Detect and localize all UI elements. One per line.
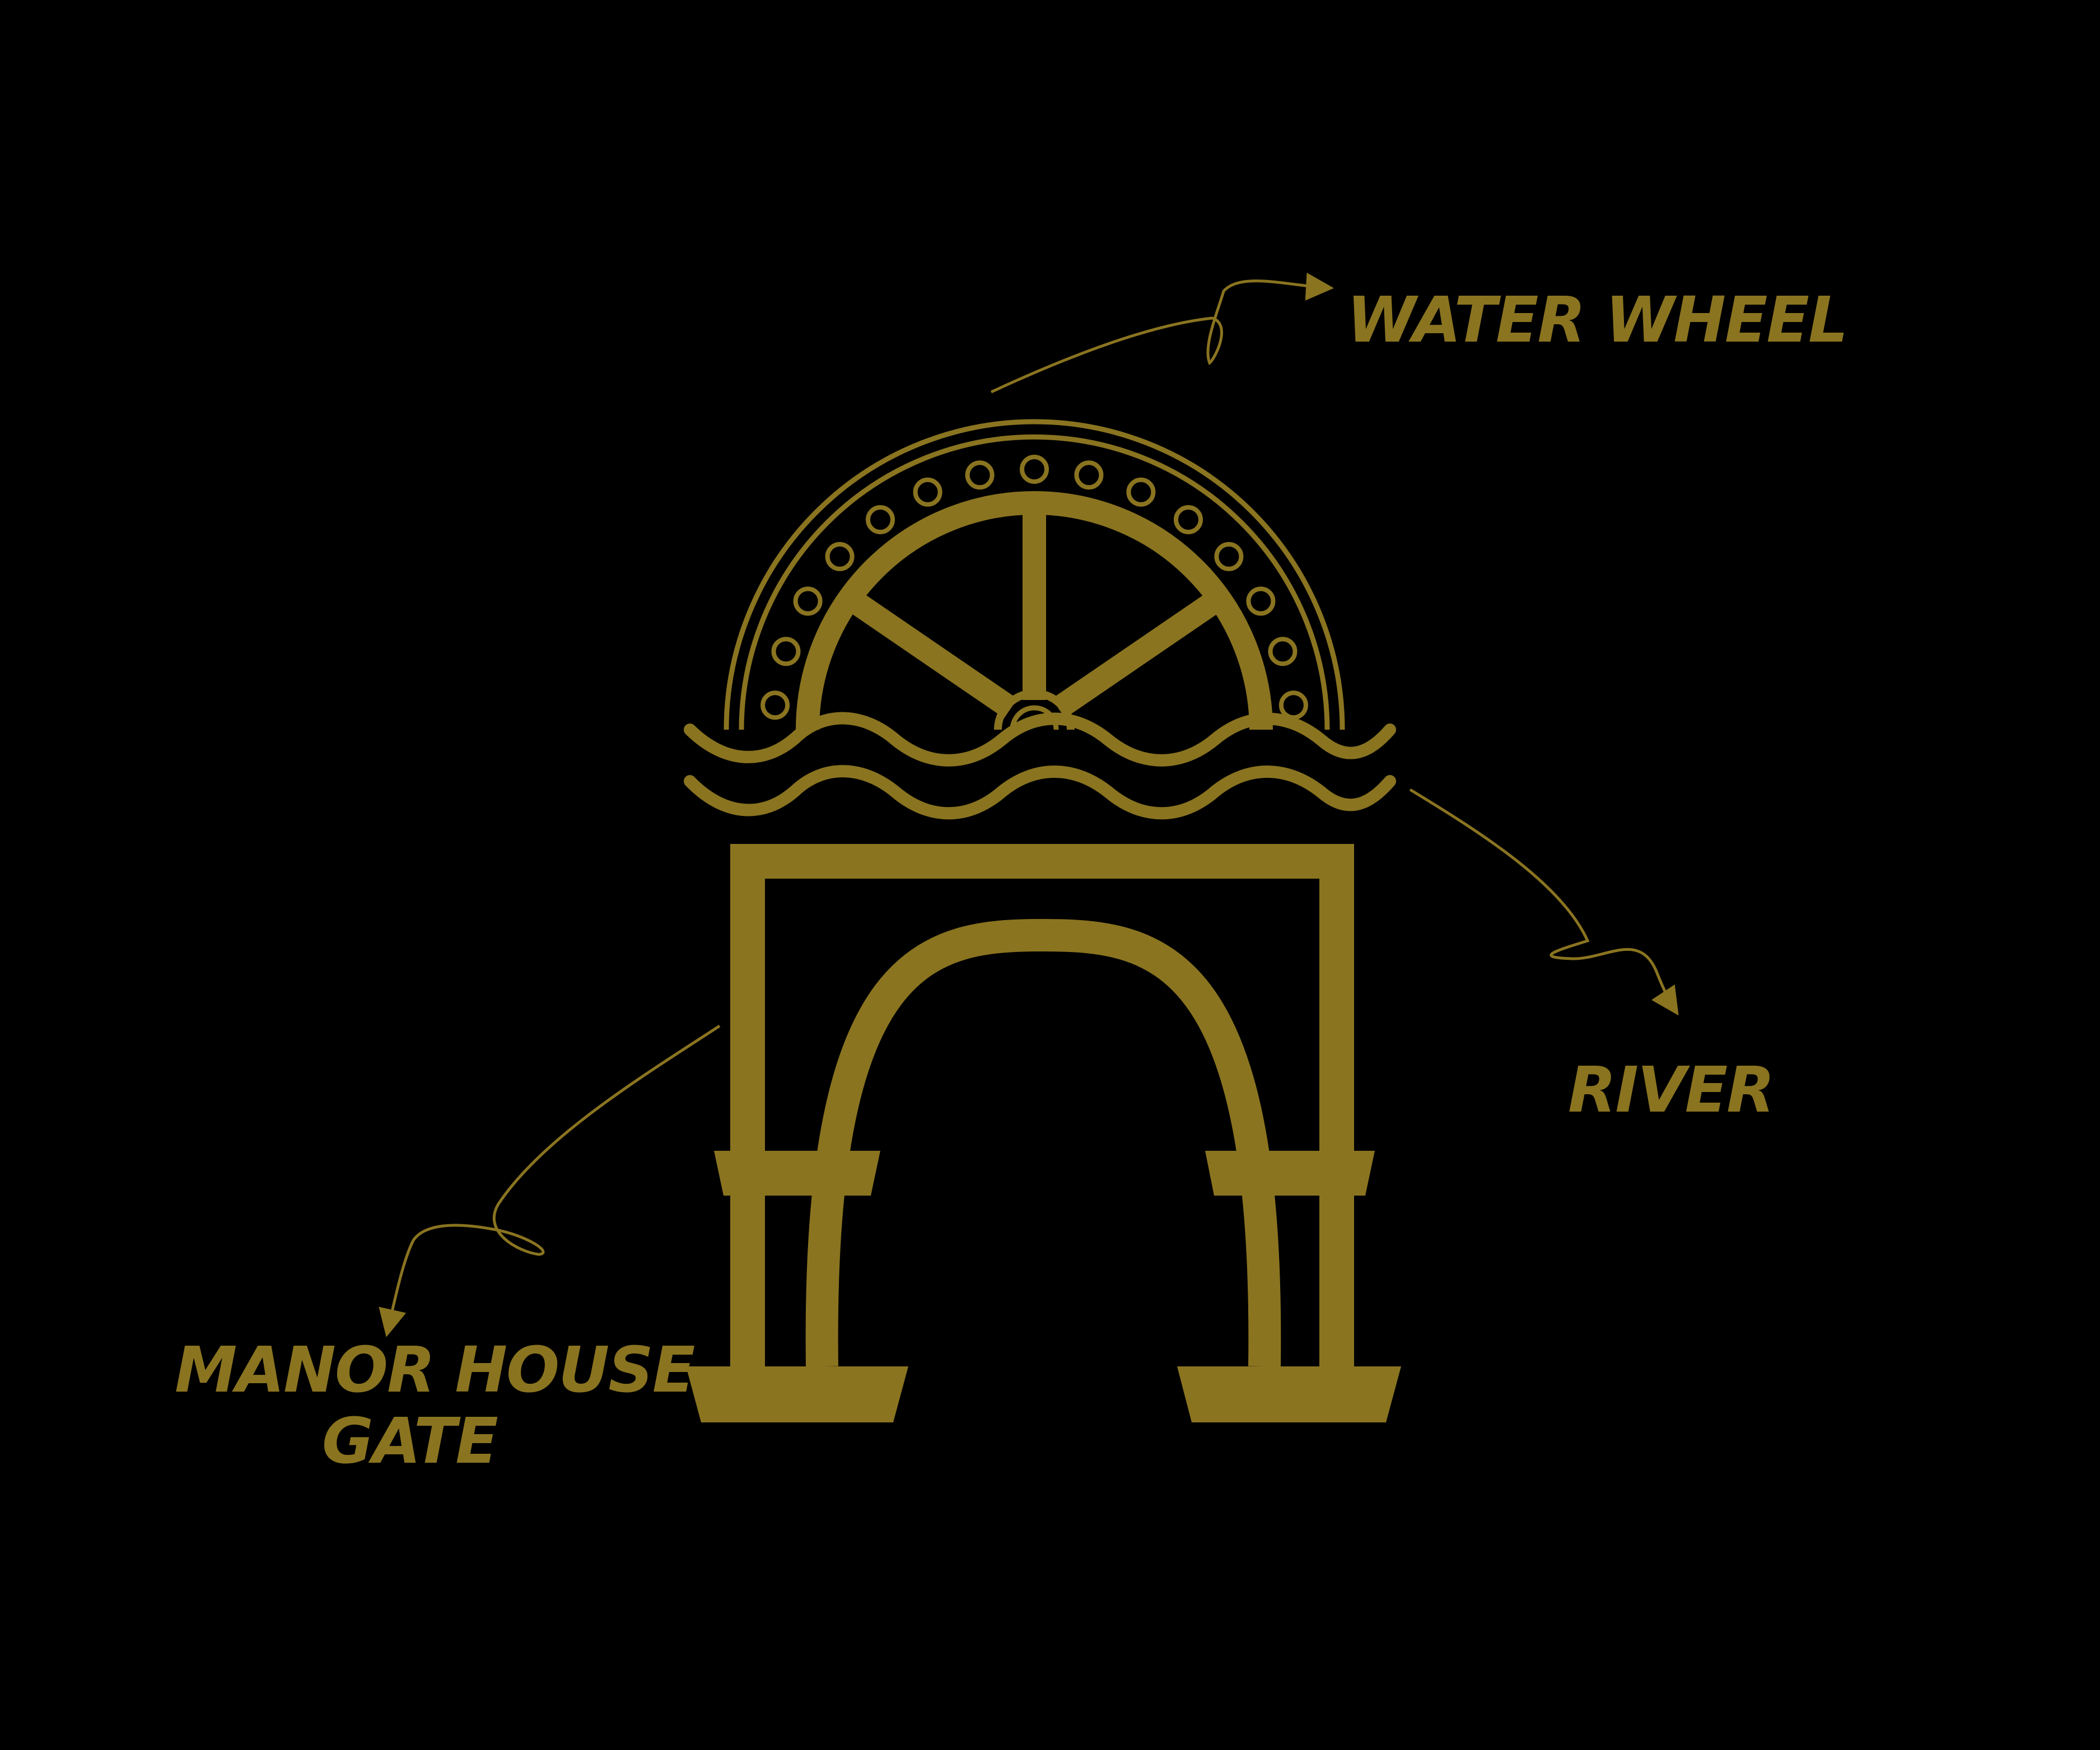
gate-frame [730,844,1354,1366]
wheel-bucket [913,477,942,507]
water-wheel [724,419,1345,730]
wheel-inner-arc [739,434,1330,730]
wheel-spoke-right [1052,589,1225,718]
wheel-bucket [1020,455,1049,484]
label-manor-gate-line2: GATE [322,1405,498,1478]
wheel-bucket-ring [760,455,1308,720]
river-waves [684,712,1396,820]
leader-water-wheel [990,272,1334,394]
wheel-bucket [760,690,790,720]
manor-gate [686,844,1401,1422]
leader-lines [379,272,1679,1337]
label-manor-gate-line1: MANOR HOUSE [175,1334,695,1407]
wheel-bucket [1074,460,1104,490]
wheel-spoke-left [844,589,1018,718]
label-water-wheel: WATER WHEEL [1347,284,1847,357]
leader-river [1409,788,1679,1016]
wheel-rim [796,491,1273,730]
gate-base-left [686,1366,908,1422]
label-river: RIVER [1568,1054,1774,1127]
wheel-outer-arc [724,419,1345,730]
wheel-bucket [1126,477,1156,507]
wheel-bucket [793,586,823,616]
gate-arch [805,918,1281,1367]
wheel-bucket [1268,637,1298,666]
wheel-bucket [825,542,855,571]
wheel-bucket [1246,586,1276,616]
wheel-bucket [965,460,995,490]
wave-lower [684,765,1396,820]
leader-manor-gate [379,1024,721,1337]
gate-capital-left [714,1151,880,1196]
gate-capital-right [1205,1151,1375,1196]
gate-base-right [1177,1366,1401,1422]
wheel-bucket [1214,542,1244,571]
wave-upper [684,712,1396,767]
wheel-bucket [1174,505,1203,534]
wheel-bucket [866,505,895,534]
wheel-bucket [771,637,801,666]
